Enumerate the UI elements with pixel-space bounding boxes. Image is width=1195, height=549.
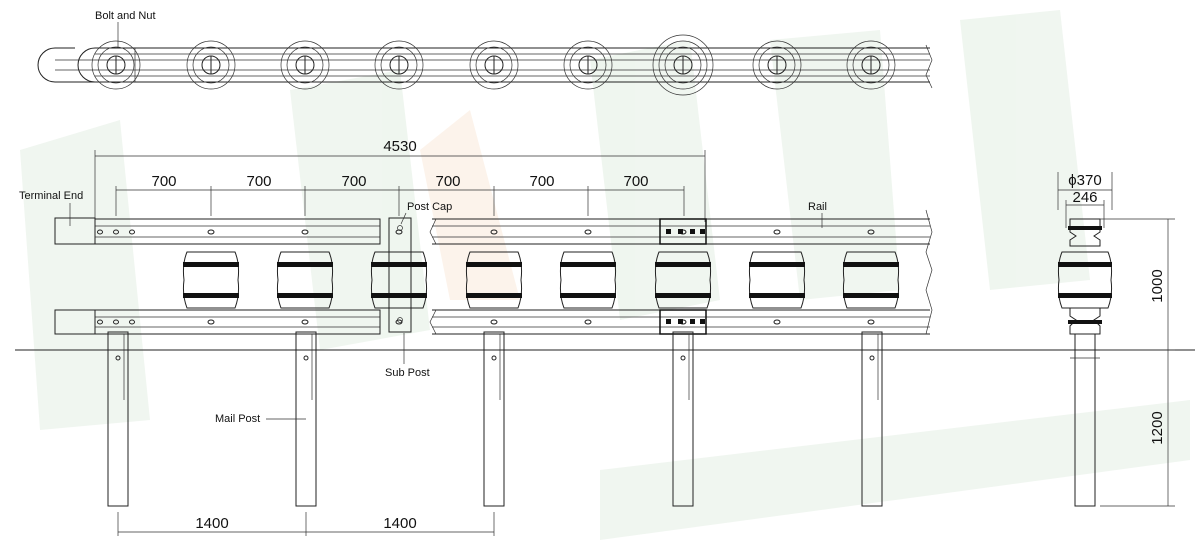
bolt-and-nut-label: Bolt and Nut [95, 10, 156, 22]
roller [465, 229, 523, 325]
side-view: ϕ370 246 1000 1200 [1057, 172, 1175, 507]
watermark [20, 10, 1190, 540]
roller [276, 229, 334, 325]
terminal-end-label: Terminal End [19, 190, 83, 202]
roller [559, 229, 617, 325]
plan-roller [374, 40, 424, 90]
post-spacing-text-1: 1400 [195, 515, 228, 532]
splice-plate [659, 218, 707, 335]
spacing-text-3: 700 [341, 173, 366, 190]
roller [182, 229, 240, 325]
main-post [483, 331, 505, 507]
post-spacing-text-2: 1400 [383, 515, 416, 532]
roller [748, 229, 806, 325]
embed-depth-text: 1200 [1149, 411, 1166, 444]
height-above-ground-text: 1000 [1149, 269, 1166, 302]
rail-left [95, 218, 381, 335]
roller-spacing-dimension: 700 700 700 700 700 700 [115, 173, 685, 216]
spacing-text-5: 700 [529, 173, 554, 190]
plan-view [37, 34, 933, 96]
spacing-text-1: 700 [151, 173, 176, 190]
roller-outer-dia-text: ϕ370 [1068, 172, 1101, 189]
post-spacing-dimension: 1400 1400 [117, 512, 495, 536]
rail-label: Rail [808, 201, 827, 213]
mail-post-label: Mail Post [215, 413, 260, 425]
plan-roller [186, 40, 236, 90]
plan-rollers [91, 34, 896, 96]
plan-roller [846, 40, 896, 90]
plan-roller [469, 40, 519, 90]
main-post [672, 331, 694, 507]
plan-roller [563, 40, 613, 90]
main-posts [107, 331, 883, 507]
spacing-text-6: 700 [623, 173, 648, 190]
roller-inner-text: 246 [1072, 189, 1097, 206]
main-post [861, 331, 883, 507]
plan-roller [91, 40, 141, 90]
sub-post-label: Sub Post [385, 367, 430, 379]
overall-dimension-text: 4530 [383, 138, 416, 155]
plan-roller [280, 40, 330, 90]
spacing-text-4: 700 [435, 173, 460, 190]
plan-roller [752, 40, 802, 90]
plan-roller [652, 34, 714, 96]
post-cap-label: Post Cap [407, 201, 452, 213]
elevation-rollers [97, 229, 900, 325]
roller [842, 229, 900, 325]
main-post [107, 331, 129, 507]
spacing-text-2: 700 [246, 173, 271, 190]
overall-dimension: 4530 [94, 138, 706, 222]
roller [370, 229, 428, 325]
